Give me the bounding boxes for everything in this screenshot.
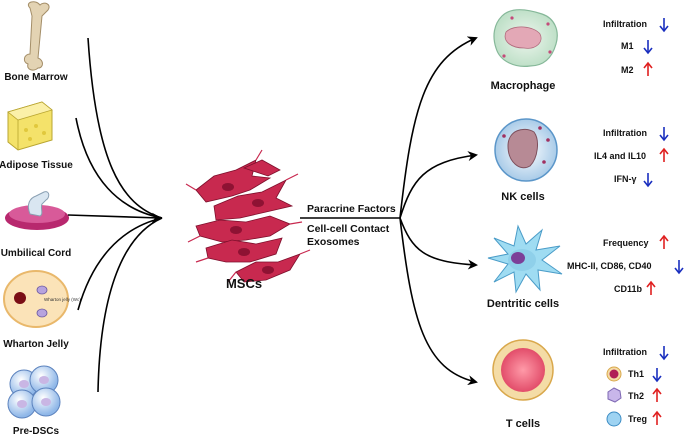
effect-text: Th1 [628, 369, 645, 379]
th1-icon [606, 366, 622, 382]
effect-text: Frequency [603, 238, 649, 248]
up-arrow-icon [652, 410, 662, 425]
down-arrow-icon [659, 346, 669, 361]
effect-text: M1 [621, 41, 634, 51]
source-label-bone-marrow: Bone Marrow [4, 72, 68, 83]
effect-text: IL4 and IL10 [594, 151, 647, 161]
mscs-cluster-icon [185, 149, 311, 283]
effect-text: Infiltration [603, 128, 647, 138]
nk-cell-icon [494, 118, 558, 182]
dendritic-cell-icon [487, 224, 563, 294]
effect-text: IFN-γ [614, 174, 637, 184]
wharton-jelly-icon: Wharton jelly (Wc) [3, 270, 81, 328]
up-arrow-icon [643, 61, 653, 76]
mechanism-exosomes: Exosomes [307, 236, 360, 248]
macrophage-icon [493, 9, 558, 67]
effect-text: Th2 [628, 391, 645, 401]
effect-text: Infiltration [603, 19, 647, 29]
mechanism-paracrine: Paracrine Factors [307, 203, 396, 215]
t-cell-icon [492, 339, 554, 401]
effect-text: Infiltration [603, 347, 647, 357]
down-arrow-icon [643, 40, 653, 55]
target-label-nk-cells: NK cells [501, 191, 545, 203]
up-arrow-icon [659, 234, 669, 249]
up-arrow-icon [659, 147, 669, 162]
bone-marrow-icon [23, 1, 50, 71]
mscs-label: MSCs [225, 276, 263, 291]
source-label-wharton-jelly: Wharton Jelly [3, 339, 69, 350]
down-arrow-icon [674, 260, 684, 275]
diverging-arrows [300, 36, 478, 386]
down-arrow-icon [659, 18, 669, 33]
target-label-macrophage: Macrophage [490, 80, 556, 92]
down-arrow-icon [659, 127, 669, 142]
source-label-umbilical-cord: Umbilical Cord [0, 248, 72, 259]
effect-text: MHC-II, CD86, CD40 [567, 261, 652, 271]
effect-text: M2 [621, 65, 634, 75]
effect-text: Treg [628, 414, 648, 424]
down-arrow-icon [643, 173, 653, 188]
treg-icon [606, 411, 622, 427]
target-label-dendritic-cells: Dentritic cells [486, 298, 560, 310]
source-label-pre-dscs: Pre-DSCs [12, 426, 60, 437]
pre-dscs-icon [7, 365, 61, 419]
adipose-tissue-icon [7, 101, 53, 151]
th2-icon [607, 387, 622, 403]
source-label-adipose-tissue: Adipose Tissue [0, 160, 73, 171]
umbilical-cord-icon [5, 191, 69, 230]
up-arrow-icon [652, 387, 662, 402]
down-arrow-icon [652, 368, 662, 383]
up-arrow-icon [646, 280, 656, 295]
effect-text: CD11b [614, 284, 643, 294]
converging-arrows [67, 37, 163, 393]
mechanism-contact: Cell-cell Contact [307, 223, 390, 235]
target-label-t-cells: T cells [505, 418, 541, 430]
wharton-inner-label: Wharton jelly (Wc) [44, 297, 81, 302]
